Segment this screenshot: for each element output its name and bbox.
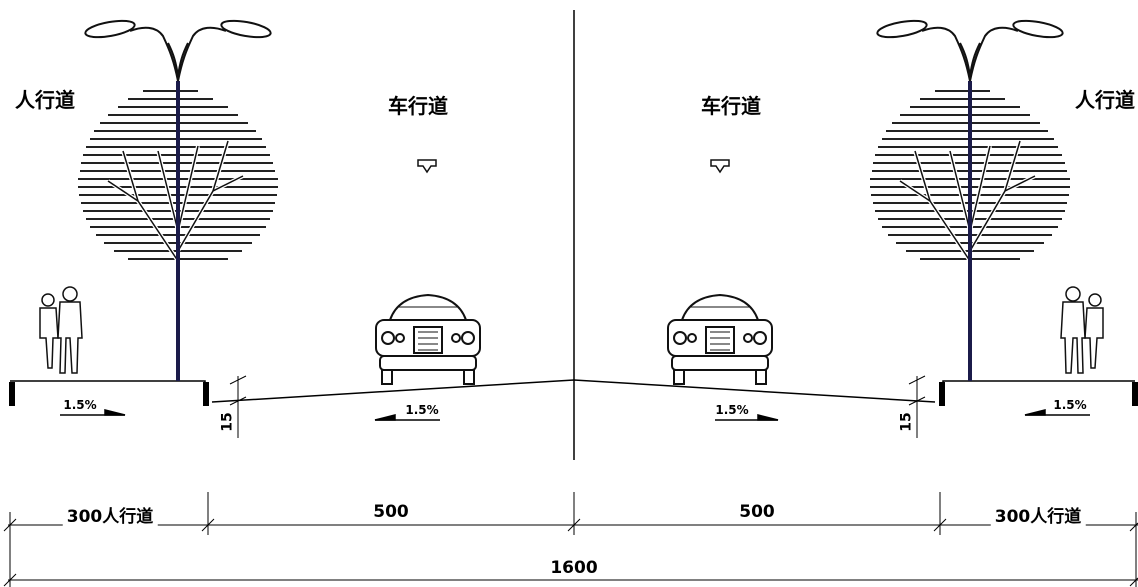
tree-lamp-right-icon: [868, 15, 1072, 383]
dimension-sidewalk-right: 300人行道: [990, 502, 1086, 527]
zone-label-carriageway-left: 车行道: [388, 94, 448, 118]
car-front-right-icon: [667, 294, 773, 385]
dimension-carriageway-left: 500: [369, 502, 413, 522]
down-arrow-left-icon: [417, 159, 437, 173]
zone-label-sidewalk-left: 人行道: [15, 88, 75, 112]
zone-label-sidewalk-right: 人行道: [1075, 88, 1135, 112]
down-arrow-right-icon: [710, 159, 730, 173]
curb-blocks: [9, 382, 1138, 406]
dimension-carriageway-right: 500: [735, 502, 779, 522]
slope-label-sidewalk-right: 1.5%: [1053, 398, 1087, 412]
tree-lamp-left-icon: [76, 15, 280, 383]
slope-label-carriageway-right: 1.5%: [715, 403, 749, 417]
dimension-sidewalk-left: 300人行道: [62, 502, 158, 527]
car-front-left-icon: [375, 294, 481, 385]
dimension-total-width: 1600: [546, 558, 602, 578]
curb-height-left: 15: [219, 412, 236, 432]
curb-dimension-lines: [229, 375, 926, 438]
slope-label-sidewalk-left: 1.5%: [63, 398, 97, 412]
curb-height-right: 15: [898, 412, 915, 432]
dimension-lines: [3, 492, 1138, 587]
ground-profile: [10, 379, 1135, 406]
slope-arrows: [60, 409, 1090, 421]
slope-label-carriageway-left: 1.5%: [405, 403, 439, 417]
zone-label-carriageway-right: 车行道: [701, 94, 761, 118]
pedestrian-couple-right-icon: [1060, 286, 1104, 374]
pedestrian-couple-left-icon: [39, 286, 83, 374]
